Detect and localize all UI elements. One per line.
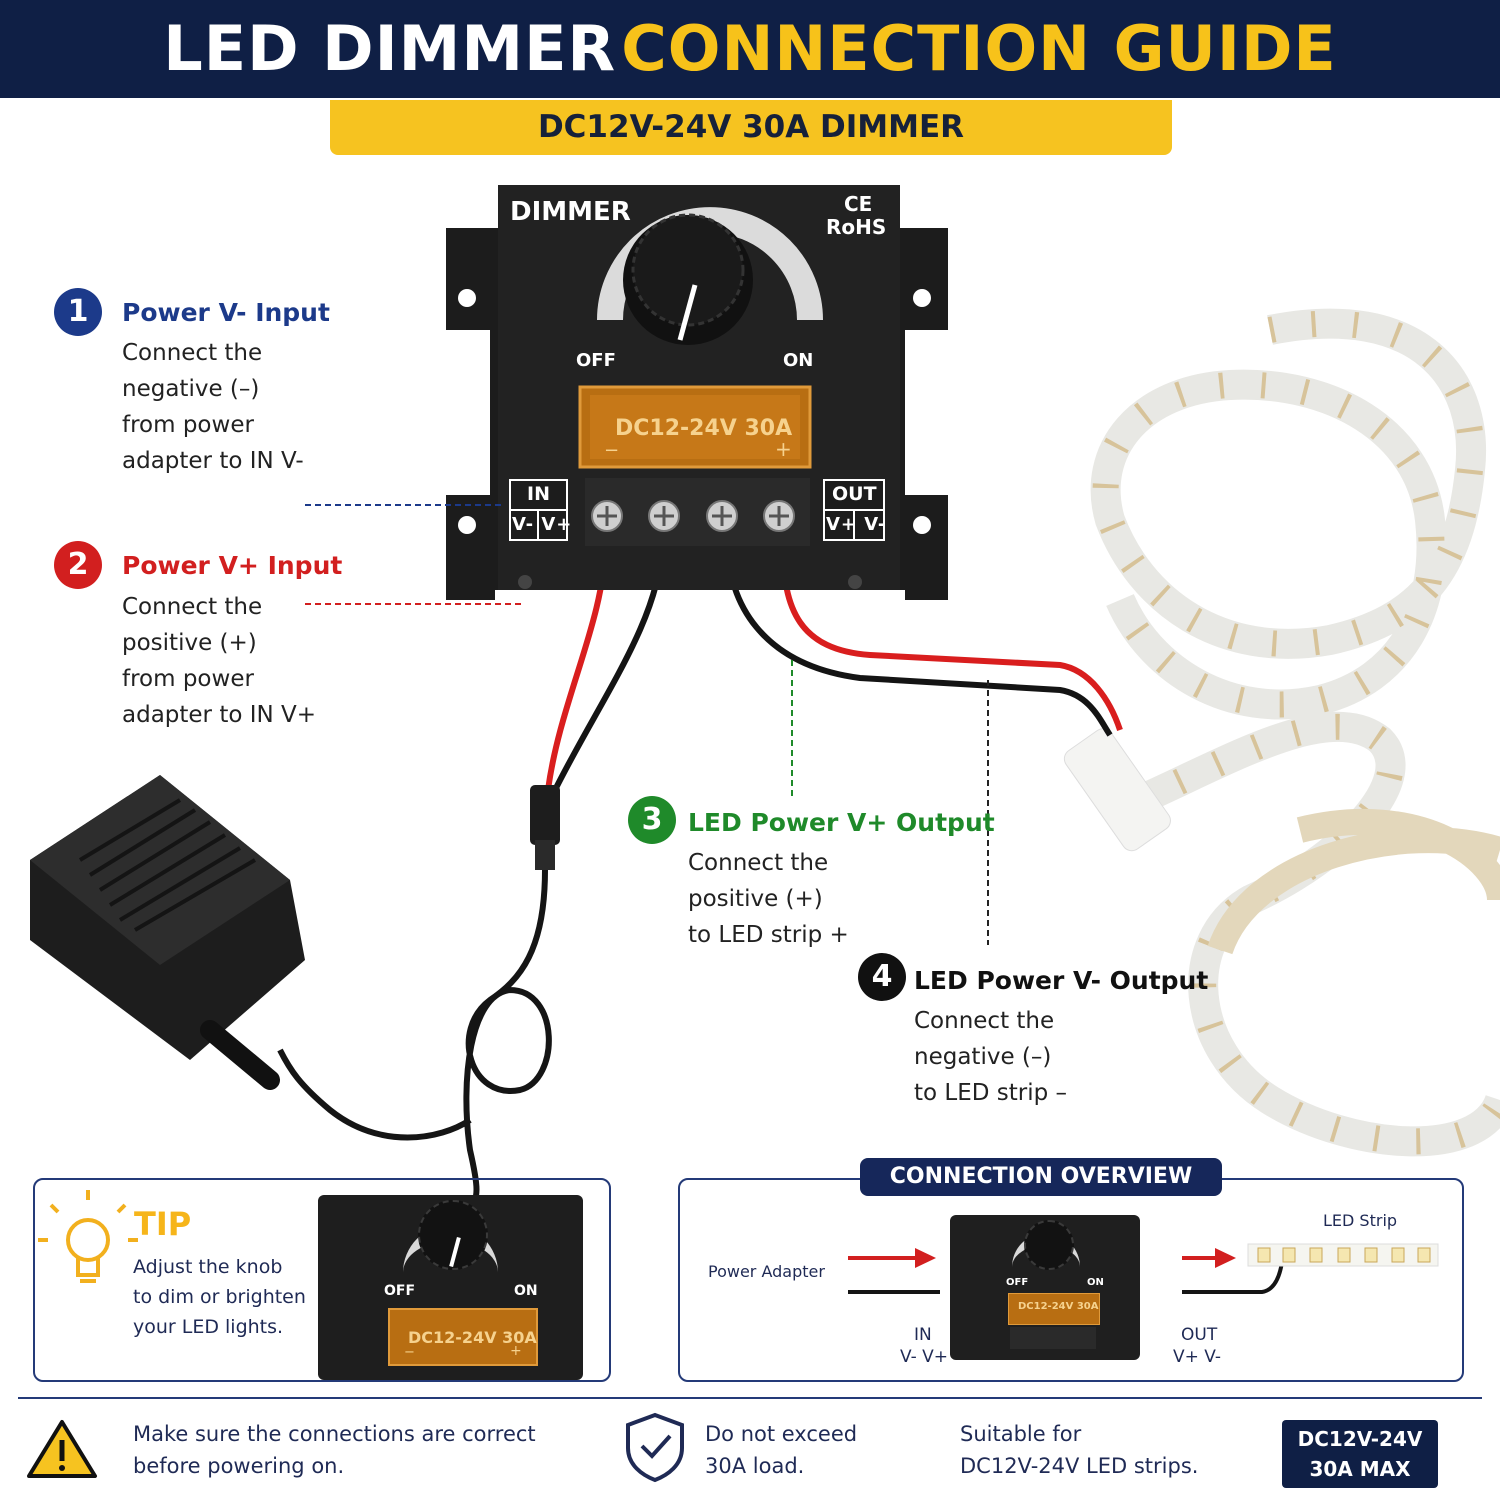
tip-device-image: OFF ON DC12-24V 30A − +: [318, 1195, 583, 1380]
lightbulb-icon: [38, 1190, 138, 1283]
overview-device-off: OFF: [1006, 1277, 1029, 1288]
in-terminal-label: IN: [527, 483, 550, 505]
overview-out-label: OUT: [1181, 1325, 1218, 1345]
rohs-mark: RoHS: [826, 215, 887, 239]
overview-device-on: ON: [1087, 1277, 1104, 1288]
out-terminal-pins: V+ V-: [826, 514, 887, 535]
step-4-title: LED Power V- Output: [914, 966, 1209, 995]
footer-load-text: Do not exceed 30A load.: [705, 1422, 858, 1478]
overview-led-strip-label: LED Strip: [1323, 1211, 1398, 1230]
ce-mark: CE: [844, 192, 873, 216]
device-brand-label: DIMMER: [510, 197, 631, 227]
output-red-wire: [780, 544, 1123, 731]
led-strip: [1090, 308, 1500, 1157]
tip-device-minus: −: [404, 1345, 415, 1360]
overview-device-rating: DC12-24V 30A: [1018, 1301, 1099, 1312]
title-part1: LED DIMMER: [163, 12, 617, 85]
out-terminal-label: OUT: [832, 483, 877, 505]
overview-device-image: OFF ON DC12-24V 30A: [950, 1215, 1140, 1360]
subtitle-banner: DC12V-24V 30A DIMMER: [330, 100, 1172, 155]
tip-panel: [33, 1178, 611, 1382]
footer-warning-text: Make sure the connections are correct be…: [133, 1422, 536, 1478]
in-terminal-pins: V- V+: [512, 514, 573, 535]
overview-power-adapter-label: Power Adapter: [708, 1262, 825, 1281]
max-rating-line2: 30A MAX: [1309, 1457, 1411, 1481]
step-3-badge: 3: [628, 796, 676, 844]
power-adapter: [30, 775, 305, 1090]
tip-device-rating: DC12-24V 30A: [408, 1328, 537, 1347]
step-4-badge: 4: [858, 953, 906, 1001]
device-plus-sign: +: [775, 437, 792, 461]
step-2-badge: 2: [54, 541, 102, 589]
device-minus-sign: −: [604, 440, 620, 461]
overview-in-label: IN: [914, 1325, 932, 1345]
step-2-description: Connect the positive (+) from power adap…: [122, 594, 317, 728]
step-1-title: Power V- Input: [122, 298, 330, 327]
title-part2: CONNECTION GUIDE: [621, 12, 1337, 85]
adapter-cable: [277, 869, 552, 1213]
shield-check-icon: [626, 1412, 684, 1483]
step-1-description: Connect the negative (–) from power adap…: [122, 340, 304, 474]
step-3-description: Connect the positive (+) to LED strip +: [688, 850, 849, 948]
footer-suitable-text: Suitable for DC12V-24V LED strips.: [960, 1422, 1199, 1478]
knob-off-label: OFF: [576, 350, 616, 371]
max-rating-badge: DC12V-24V 30A MAX: [1282, 1420, 1438, 1488]
overview-led-strip: [1247, 1243, 1439, 1267]
knob-on-label: ON: [783, 350, 814, 371]
tip-device-plus: +: [510, 1343, 522, 1359]
tip-device-off: OFF: [384, 1283, 416, 1299]
tip-title: TIP: [134, 1205, 192, 1243]
warning-icon: [27, 1420, 97, 1478]
step-2-title: Power V+ Input: [122, 551, 343, 580]
tip-text: Adjust the knob to dim or brighten your …: [133, 1256, 306, 1338]
step-1-badge: 1: [54, 288, 102, 336]
step-4-description: Connect the negative (–) to LED strip –: [914, 1008, 1068, 1106]
strip-connector: [1063, 728, 1171, 852]
step-3-title: LED Power V+ Output: [688, 808, 995, 837]
dc-jack: [530, 785, 560, 845]
overview-in-pins: V- V+: [900, 1347, 949, 1367]
overview-title: CONNECTION OVERVIEW: [860, 1158, 1222, 1196]
overview-out-pins: V+ V-: [1173, 1347, 1222, 1367]
dimmer-body: [446, 185, 948, 600]
device-rating-label: DC12-24V 30A: [615, 416, 793, 441]
tip-device-on: ON: [514, 1283, 538, 1299]
max-rating-line1: DC12V-24V: [1297, 1427, 1423, 1451]
header-bar: LED DIMMER CONNECTION GUIDE: [0, 0, 1500, 98]
